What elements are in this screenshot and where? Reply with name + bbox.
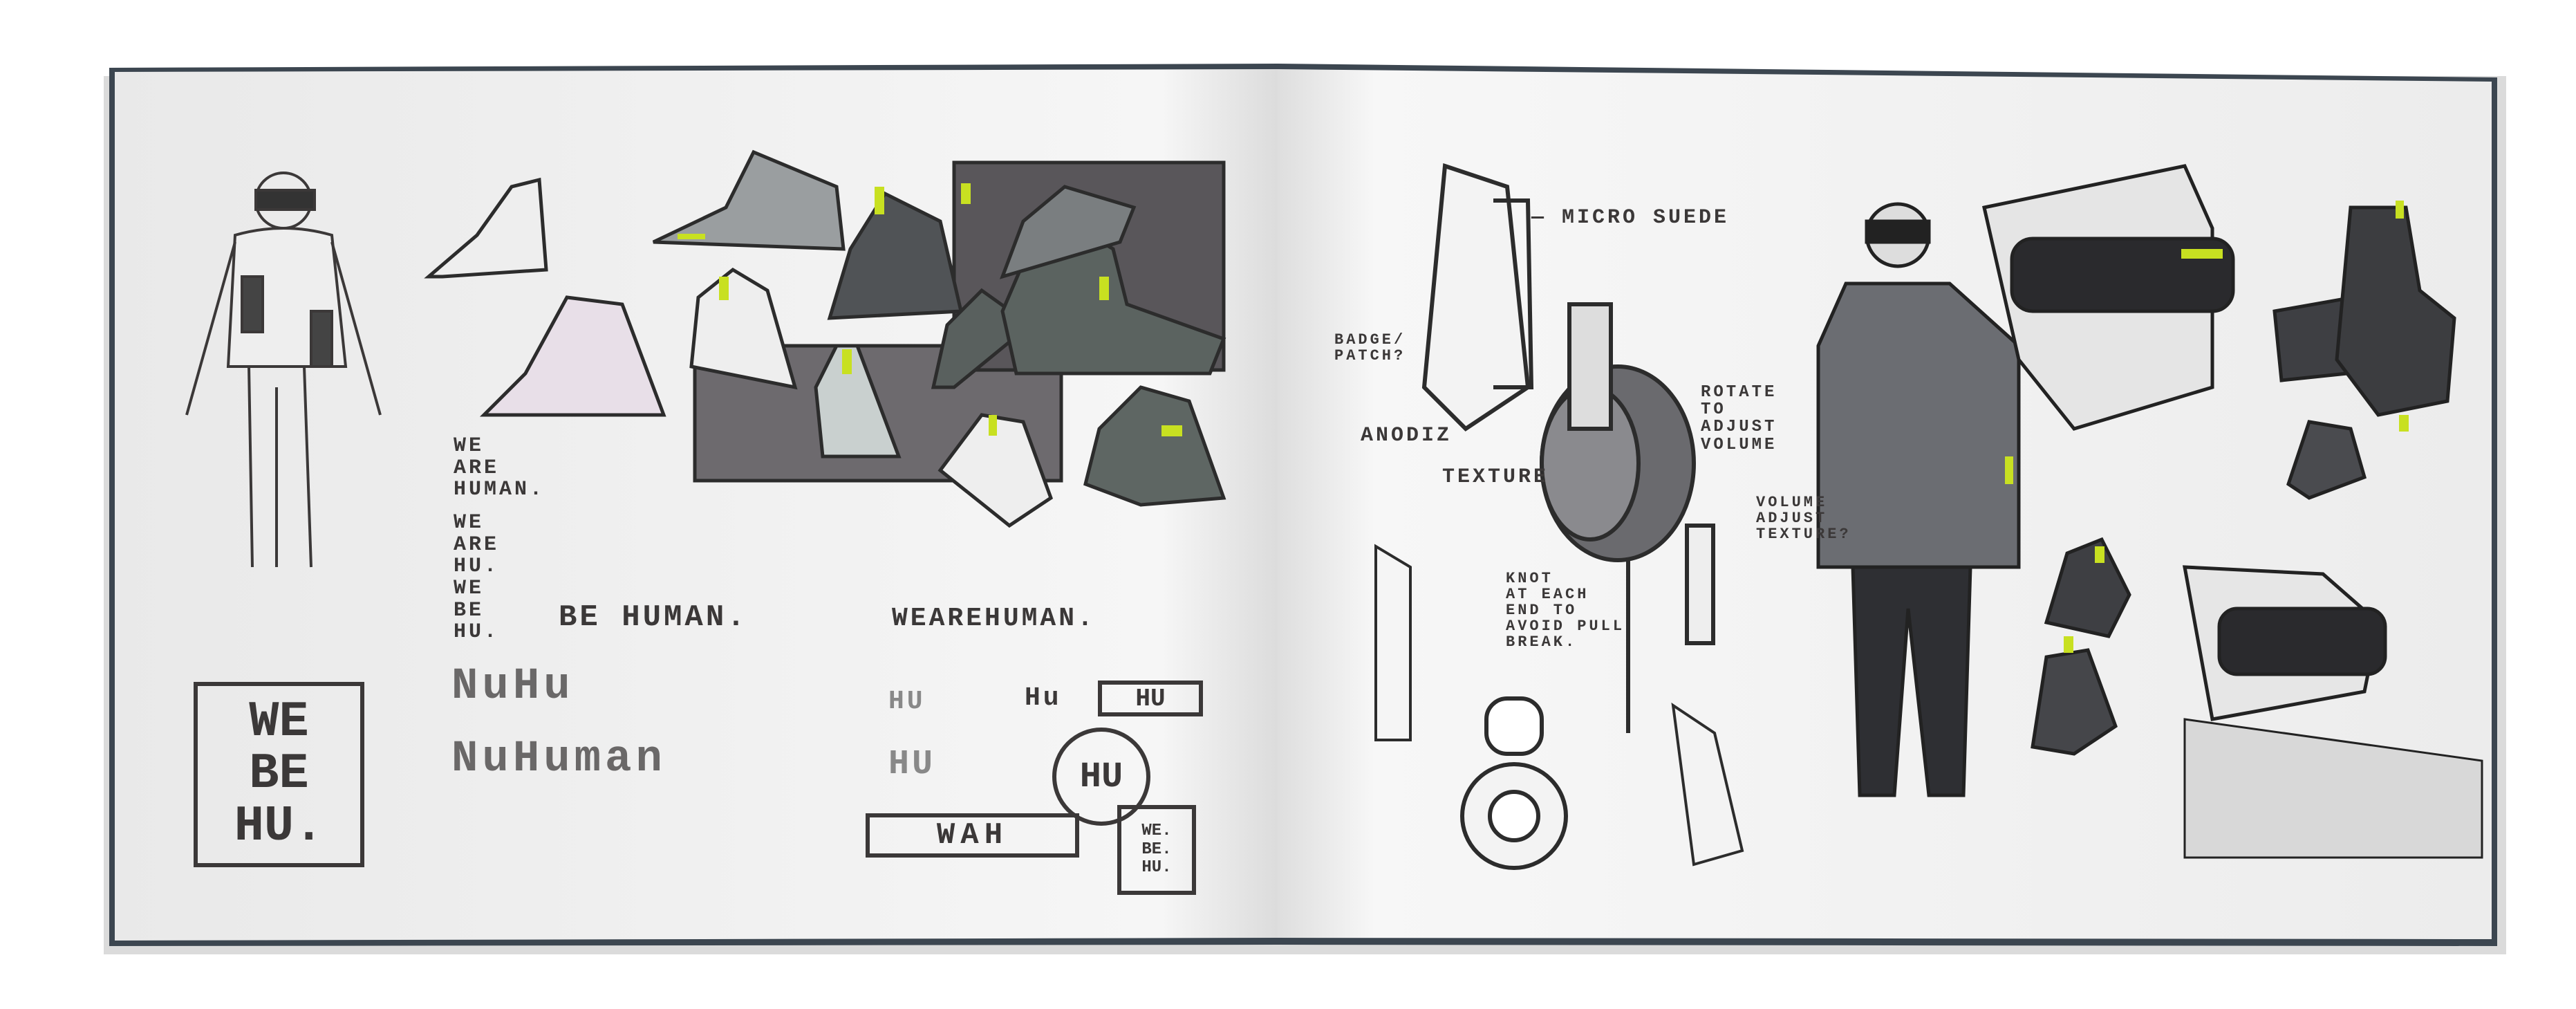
logo-we-be-hu-box: WE BE HU. xyxy=(194,682,364,867)
figure-sketch xyxy=(185,172,382,568)
annotation-micro-suede: — MICRO SUEDE xyxy=(1531,206,1730,230)
logo-hu-small-2: HU xyxy=(888,745,936,784)
logo-small-box: WE. BE. HU. xyxy=(1117,805,1196,895)
shoe-sketches xyxy=(424,149,1226,528)
annotation-rotate-volume: ROTATE TO ADJUST VOLUME xyxy=(1701,383,1777,454)
slogan-we-are-human: WE ARE HUMAN. xyxy=(454,434,545,501)
annotation-badge-patch: BADGE/ PATCH? xyxy=(1334,331,1406,365)
slogan-be-human: BE HUMAN. xyxy=(559,600,748,635)
annotation-volume-texture: VOLUME ADJUST TEXTURE? xyxy=(1756,494,1851,544)
annotation-knot: KNOT AT EACH END TO AVOID PULL BREAK. xyxy=(1506,570,1625,651)
annotation-anodiz: ANODIZ xyxy=(1361,424,1453,447)
logo-hu-small-1: HU xyxy=(888,687,926,716)
slogan-we-be-hu: WE BE HU. xyxy=(454,577,500,644)
logo-wah-box: WAH xyxy=(866,813,1079,858)
logo-nuhu: NuHu xyxy=(451,662,575,712)
logo-nuhuman: NuHuman xyxy=(451,734,666,784)
logo-hu-circle: HU xyxy=(1052,728,1150,826)
slogan-wearehuman: WEAREHUMAN. xyxy=(892,604,1096,633)
logo-hu-small-3: Hu xyxy=(1025,683,1062,713)
logo-hu-boxed: HU xyxy=(1098,681,1203,716)
slogan-we-are-hu: WE ARE HU. xyxy=(454,511,500,578)
headphone-sketches xyxy=(1374,163,1744,870)
visor-head-sketches xyxy=(1981,164,2483,859)
annotation-texture: TEXTURE xyxy=(1442,465,1549,489)
character-sketch xyxy=(1816,202,2021,797)
